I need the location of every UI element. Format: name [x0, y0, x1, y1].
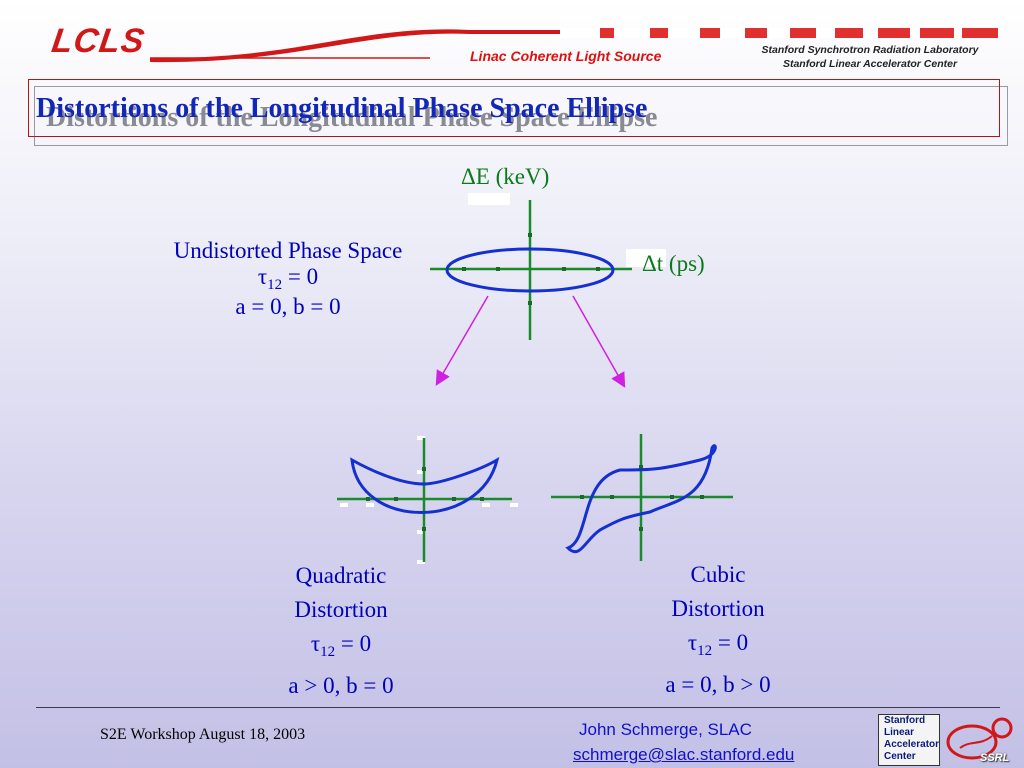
undistorted-tau: τ12 = 0	[257, 264, 319, 293]
undistorted-ticks	[462, 233, 600, 305]
header-swoosh	[150, 28, 1000, 63]
ssrl-ring-icon	[946, 717, 1013, 760]
logo-line-3: Accelerator	[884, 739, 940, 750]
undistorted-name: Undistorted Phase Space	[173, 238, 403, 263]
cubic-params: a = 0, b > 0	[665, 672, 771, 697]
arrow-to-cubic	[572, 295, 626, 388]
slide-title-shadow: Distortions of the Longitudinal Phase Sp…	[46, 102, 658, 133]
cubic-line2: Distortion	[671, 596, 765, 621]
arrow-to-quadratic	[435, 295, 489, 386]
footer-rule	[36, 707, 1000, 708]
cubic-tau: τ12 = 0	[687, 630, 749, 659]
logo-line-2: Linear	[884, 727, 915, 738]
quadratic-ticks	[366, 467, 484, 531]
header-subtitle: Linac Coherent Light Source	[470, 48, 662, 64]
footer-email-link[interactable]: schmerge@slac.stanford.edu	[573, 745, 795, 764]
cubic-line1: Cubic	[690, 562, 746, 587]
quadratic-line1: Quadratic	[295, 563, 387, 588]
footer-author: John Schmerge, SLAC	[579, 720, 752, 739]
title-shadow-frame	[34, 86, 1008, 146]
footer-date: S2E Workshop August 18, 2003	[100, 726, 306, 743]
cubic-axes	[551, 434, 733, 561]
cubic-label: Cubic Distortion τ12 = 0 a = 0, b > 0	[618, 558, 818, 702]
quadratic-label: Quadratic Distortion τ12 = 0 a > 0, b = …	[241, 559, 441, 703]
logo-line-1: Stanford	[884, 715, 926, 726]
quadratic-white-patches	[340, 436, 518, 564]
undistorted-ellipse	[445, 247, 615, 293]
undistorted-label: Undistorted Phase Space τ12 = 0 a = 0, b…	[140, 238, 436, 320]
energy-axis-label: ΔE (keV)	[461, 164, 550, 189]
quadratic-line2: Distortion	[294, 597, 388, 622]
logo-line-4: Center	[884, 751, 916, 762]
quadratic-axes	[337, 438, 512, 562]
ssrl-word: SSRL	[980, 752, 1010, 764]
header-stripe-bar	[560, 28, 1000, 38]
slide-title: Distortions of the Longitudinal Phase Sp…	[36, 93, 648, 124]
time-axis-label: Δt (ps)	[642, 251, 705, 276]
undistorted-axes	[430, 200, 632, 340]
quadratic-params: a > 0, b = 0	[288, 673, 394, 698]
cubic-distorted-ellipse	[565, 444, 717, 554]
org-line-1: Stanford Synchrotron Radiation Laborator…	[761, 44, 979, 56]
quadratic-tau: τ12 = 0	[310, 631, 372, 660]
title-frame	[28, 79, 1000, 137]
undistorted-params: a = 0, b = 0	[235, 294, 341, 319]
ssrl-logo: Stanford Linear Accelerator Center SSRL	[878, 714, 1020, 768]
org-line-2: Stanford Linear Accelerator Center	[782, 58, 958, 70]
quadratic-distorted-ellipse	[350, 456, 500, 514]
ssrl-logo-box: Stanford Linear Accelerator Center	[878, 714, 940, 766]
cubic-ticks	[580, 465, 704, 531]
